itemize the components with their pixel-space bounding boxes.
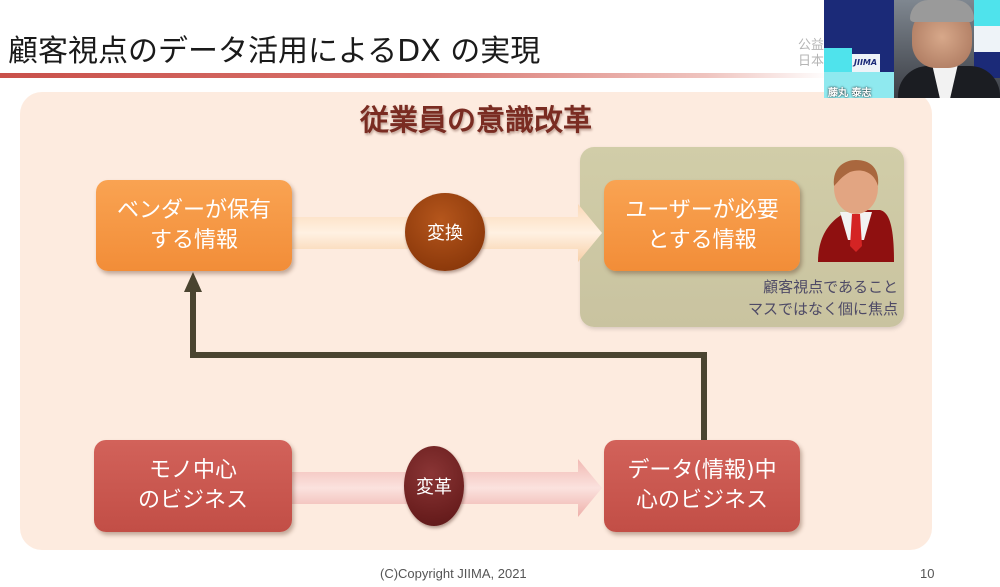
user-info-box: ユーザーが必要 とする情報 — [604, 180, 800, 271]
webcam-brand: JIIMA — [854, 58, 878, 67]
speaker-hair — [910, 0, 974, 22]
panel-heading: 従業員の意識改革 — [359, 103, 592, 137]
customer-focus-caption: 顧客視点であること マスではなく個に焦点 — [700, 276, 898, 320]
convert-label: 変換 — [427, 223, 463, 244]
webcam-tile — [974, 0, 1000, 26]
copyright-text: (C)Copyright JIIMA, 2021 — [380, 566, 527, 581]
webcam-tile — [880, 48, 896, 72]
title-divider — [0, 73, 830, 78]
webcam-tile: JIIMA — [852, 54, 880, 72]
page-number: 10 — [920, 566, 935, 581]
reform-label: 変革 — [416, 477, 452, 498]
goods-business-line2: のビジネス — [137, 488, 248, 513]
vendor-info-box: ベンダーが保有 する情報 — [96, 180, 292, 271]
data-business-line2: 心のビジネス — [635, 488, 768, 513]
data-business-line1: データ(情報)中 — [627, 458, 777, 483]
caption-line2: マスではなく個に焦点 — [747, 300, 898, 318]
speaker-video[interactable]: JIIMA 藤丸 泰志 — [824, 0, 1000, 98]
goods-business-box: モノ中心 のビジネス — [94, 440, 292, 532]
speaker-name: 藤丸 泰志 — [828, 88, 872, 98]
webcam-tile — [824, 72, 894, 98]
org-label: 公益 日本 — [798, 38, 824, 70]
vendor-info-line1: ベンダーが保有 — [116, 197, 271, 223]
user-info-line2: とする情報 — [647, 227, 757, 253]
webcam-tile — [974, 26, 1000, 52]
goods-business-line1: モノ中心 — [148, 458, 237, 483]
vendor-info-line2: する情報 — [149, 227, 238, 253]
org-label-line2: 日本 — [798, 54, 825, 69]
webcam-tile — [824, 48, 852, 72]
caption-line1: 顧客視点であること — [763, 278, 898, 296]
user-info-line1: ユーザーが必要 — [625, 197, 779, 223]
webcam-banner — [824, 0, 904, 48]
slide-title: 顧客視点のデータ活用によるDX の実現 — [8, 34, 541, 69]
org-label-line1: 公益 — [798, 38, 825, 53]
convert-bubble: 変換 — [405, 193, 485, 271]
data-business-box: データ(情報)中 心のビジネス — [604, 440, 800, 532]
reform-bubble: 変革 — [404, 446, 464, 526]
